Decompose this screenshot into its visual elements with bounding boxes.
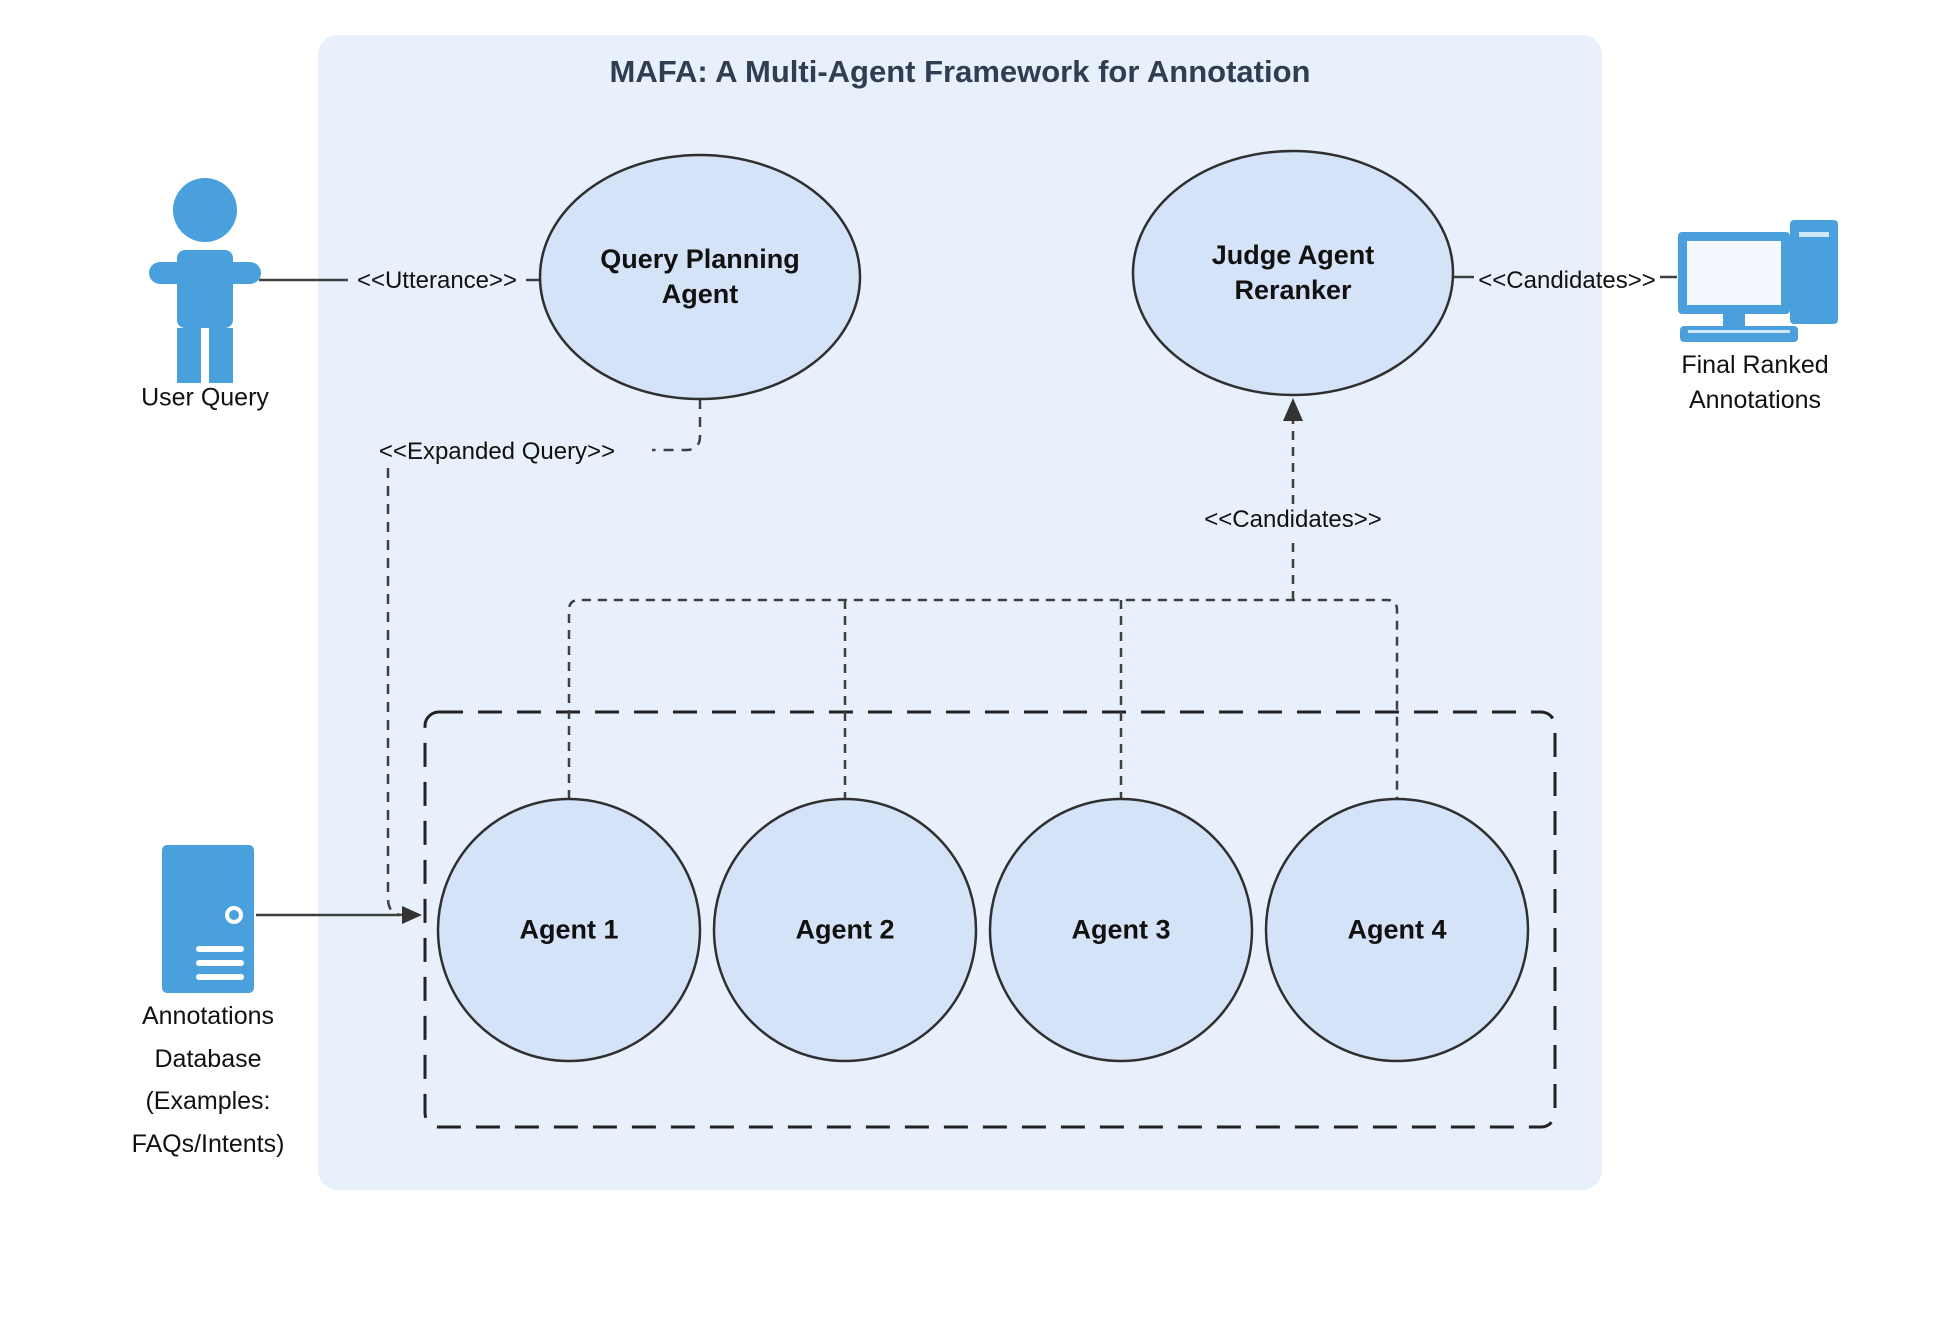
annotations-database-line3: (Examples: [145,1087,271,1115]
judge-arrowhead [1283,398,1303,421]
annotations-database-icon [162,845,254,993]
agent-3-label: Agent 3 [1071,914,1171,945]
agent-2-label: Agent 2 [795,914,895,945]
utterance-edge-label: <<Utterance>> [356,267,518,294]
agent-2-node [712,797,978,1063]
final-ranked-annotations-line2: Annotations [1688,386,1822,414]
final-output-computer-icon [1678,220,1838,342]
judge-agent-reranker-label-line2: Reranker [1234,275,1352,305]
query-planning-agent-label-line2: Agent [661,279,739,309]
annotations-database-line4: FAQs/Intents) [131,1129,285,1158]
agents-box-arrowhead [402,906,422,924]
agent-4-node [1264,797,1530,1063]
query-planning-agent-node [538,153,862,401]
agents-boundary-box [423,710,1557,1129]
expanded-query-edge-label: <<Expanded Query>> [378,438,616,465]
agent-3-node [988,797,1254,1063]
final-ranked-annotations-label: Final Ranked Annotations [1681,348,1828,418]
candidates-output-edge-label: <<Candidates>> [1478,267,1656,294]
expanded-query-path-down [386,468,404,917]
judge-agent-reranker-node [1131,149,1455,397]
user-actor-icon [149,178,261,383]
annotations-database-line2: Database [154,1044,262,1073]
agent-4-label: Agent 4 [1347,914,1447,945]
query-planning-agent-label: Query Planning Agent [600,242,800,312]
judge-agent-reranker-label-line1: Judge Agent [1211,239,1375,270]
final-ranked-annotations-line1: Final Ranked [1681,351,1829,379]
agents-to-judge-connector [567,410,1399,799]
query-planning-agent-label-line1: Query Planning [600,243,800,274]
user-query-label: User Query [141,383,269,412]
diagram-title: MAFA: A Multi-Agent Framework for Annota… [609,54,1311,89]
agent-1-label: Agent 1 [519,914,619,945]
expanded-query-path-top [652,399,702,452]
annotations-database-label: Annotations Database (Examples: FAQs/Int… [132,995,285,1165]
annotations-database-line1: Annotations [141,1002,275,1030]
candidates-judge-edge-label: <<Candidates>> [1204,506,1382,533]
agent-1-node [436,797,702,1063]
judge-agent-reranker-label: Judge Agent Reranker [1212,238,1375,308]
